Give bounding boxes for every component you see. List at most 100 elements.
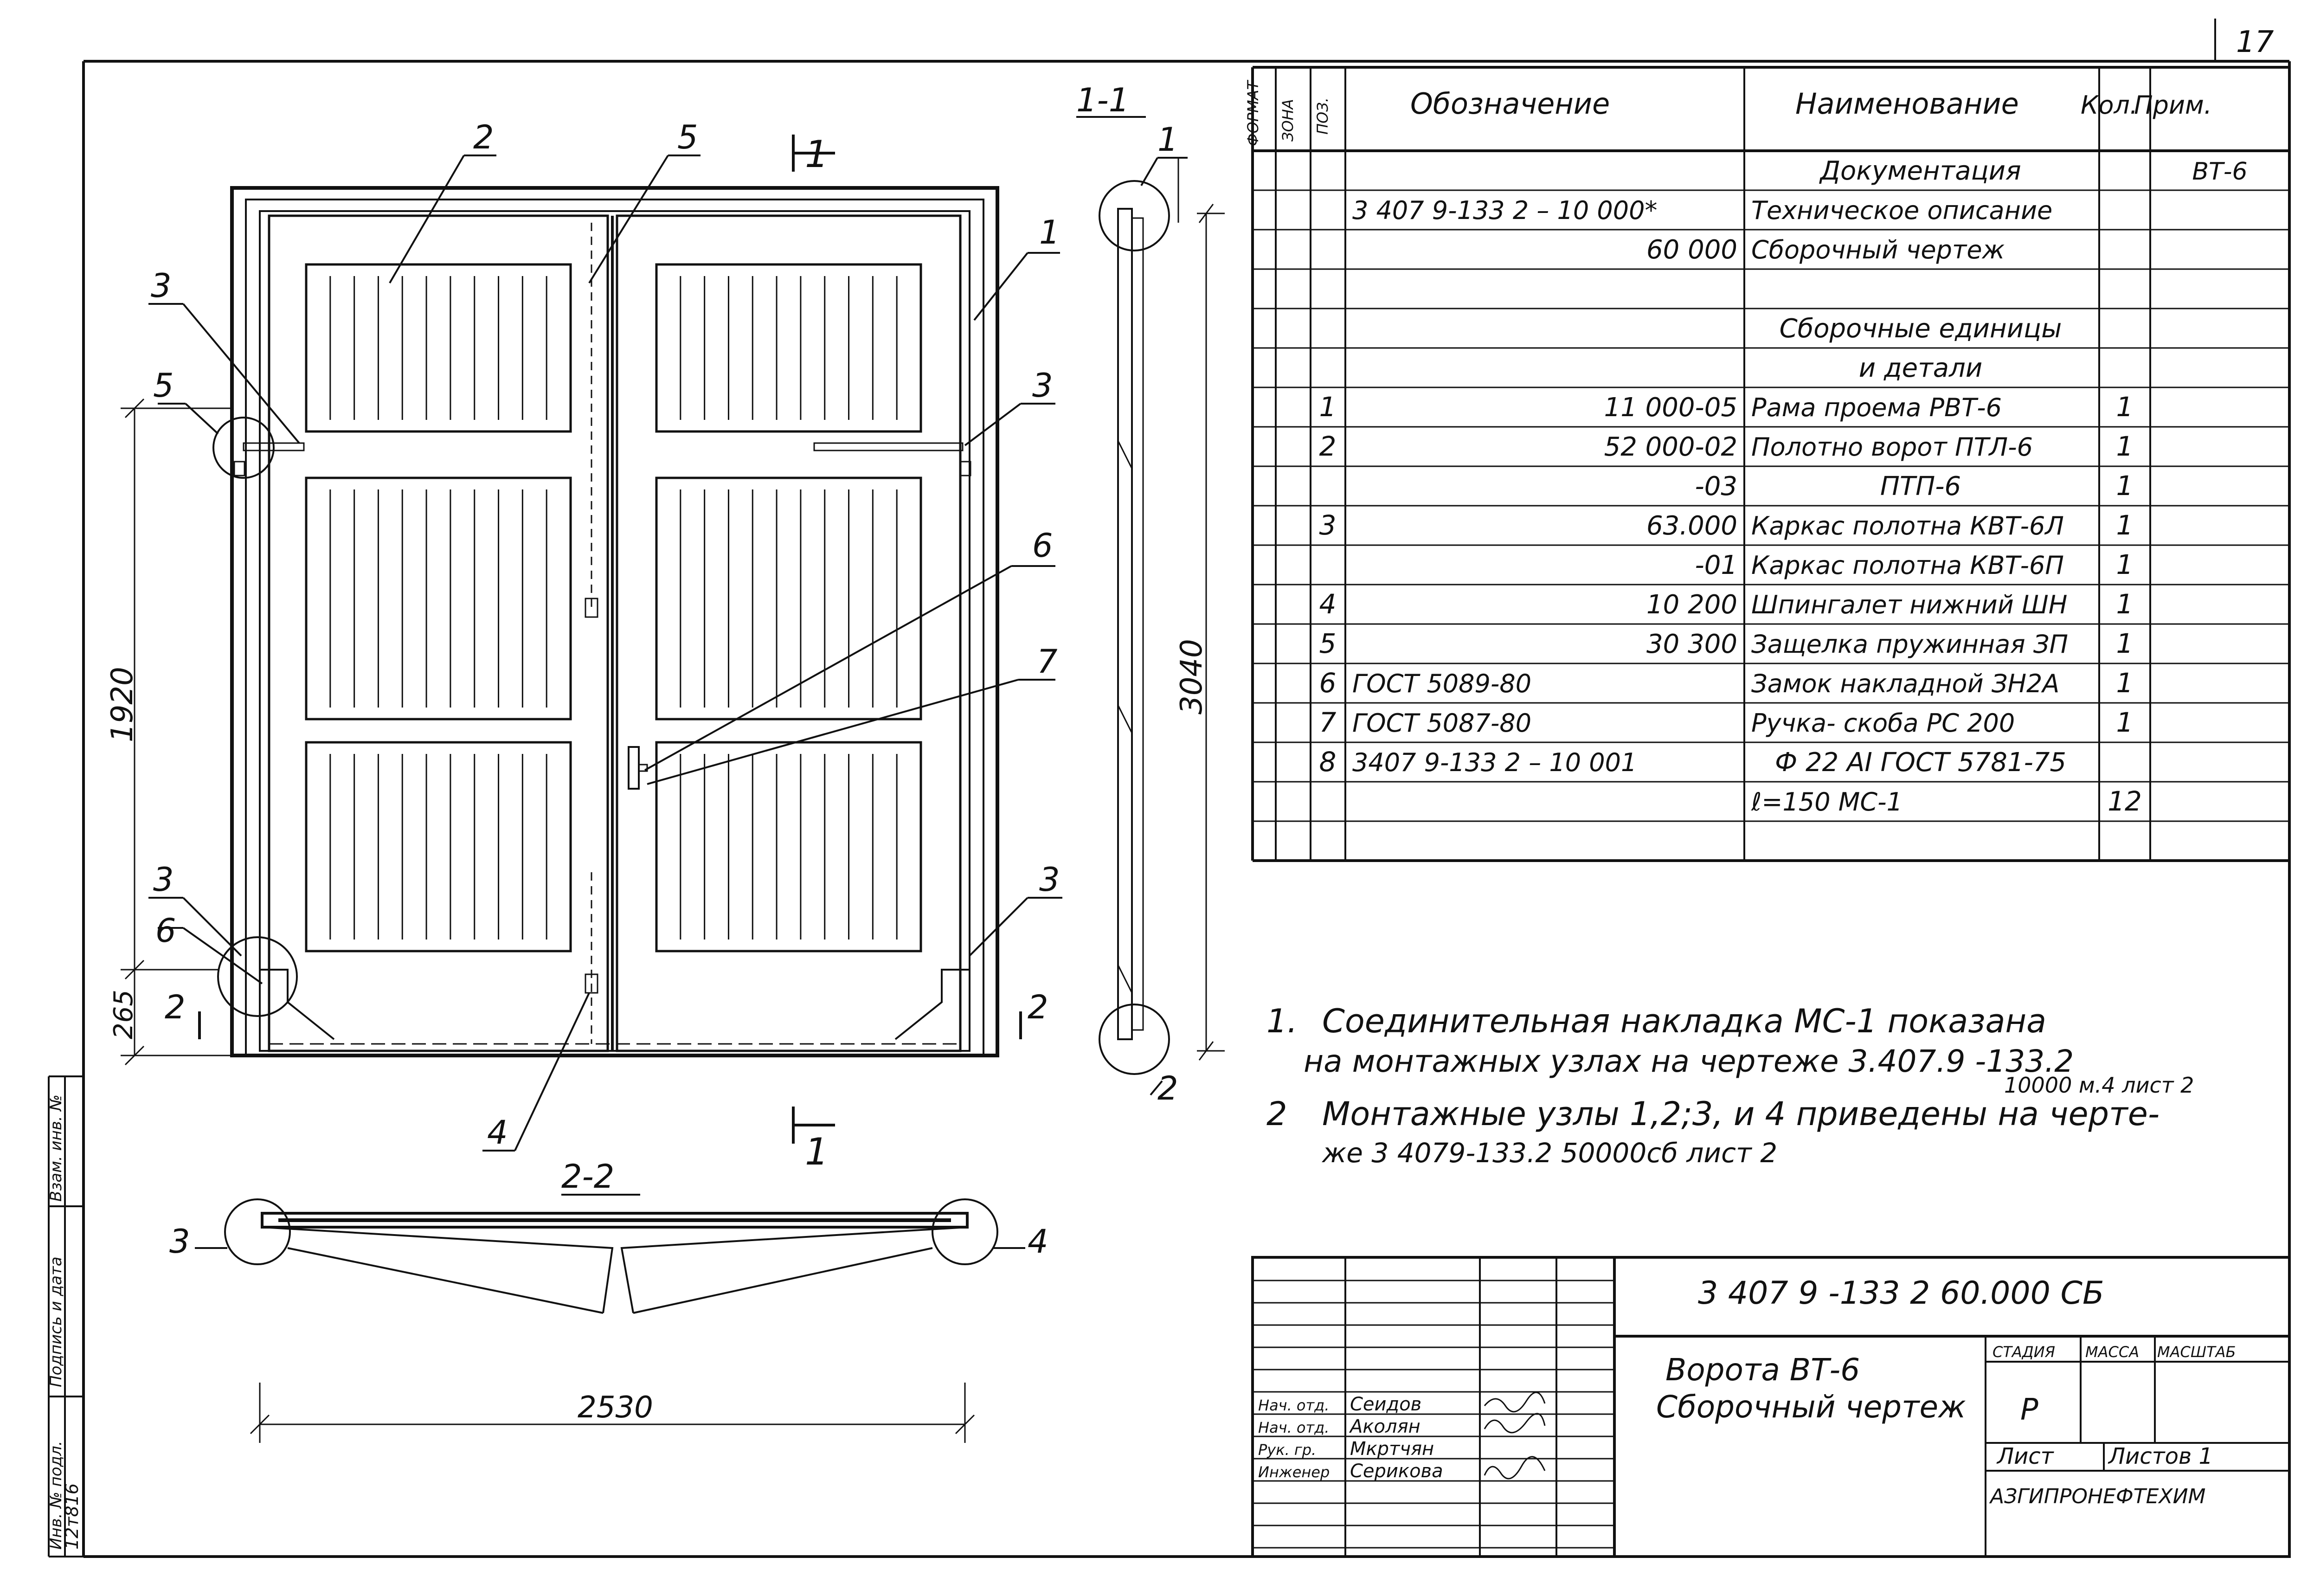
spec-row-qty: 1: [2116, 431, 2134, 462]
spec-row-qty: 1: [2116, 470, 2134, 502]
sheet-number: 17: [2236, 25, 2274, 59]
section-2-2-label: 2-2: [561, 1158, 614, 1196]
sig-name-2: Аколян: [1349, 1416, 1420, 1437]
spec-row-qty: 1: [2116, 707, 2134, 738]
sig-role-2: Нач. отд.: [1258, 1419, 1329, 1436]
sig-name-3: Мкртчян: [1350, 1438, 1434, 1460]
spec-row-name: Сборочный чертеж: [1751, 235, 2005, 264]
spec-row-designation: 11 000-05: [1604, 393, 1737, 423]
scale-label: МАСШТАБ: [2157, 1343, 2236, 1361]
spec-row-pos: 6: [1319, 667, 1337, 699]
callout-4: 4: [487, 1113, 508, 1152]
panel-slats: [329, 276, 898, 940]
spec-row-designation: 3 407 9-133 2 – 10 000*: [1352, 196, 1657, 225]
side-stamp-replace: Взам. инв. №: [47, 1094, 65, 1202]
hdr-designation: Обозначение: [1410, 87, 1610, 121]
spec-row-qty: 1: [2116, 628, 2134, 659]
title-line2: Сборочный чертеж: [1656, 1389, 1966, 1425]
callout-7: 7: [1037, 643, 1058, 681]
spec-row-name: Шпингалет нижний ШН: [1751, 590, 2067, 619]
hdr-note: Прим.: [2134, 90, 2212, 120]
section-mark-2-right: 2: [1028, 988, 1048, 1026]
spec-row-name: Техническое описание: [1751, 196, 2052, 225]
title-block-rows: [1253, 1280, 1614, 1549]
spec-row-name: Сборочные единицы: [1780, 314, 2062, 344]
spec-row-pos: 8: [1319, 746, 1337, 778]
spec-row-designation: 63.000: [1646, 511, 1737, 541]
spec-row-qty: 12: [2108, 785, 2142, 817]
dimension-line-width: [250, 1383, 975, 1443]
spec-row-designation: -01: [1695, 550, 1737, 580]
dim-2530: 2530: [578, 1390, 653, 1425]
note-1-num: 1.: [1266, 1002, 1298, 1040]
section-mark-1-bottom: 1: [805, 1130, 829, 1173]
sheet-frame: [82, 60, 2291, 1558]
sig-name-1: Сеидов: [1350, 1394, 1421, 1415]
signature-rows: Нач. отд. Сеидов Нач. отд. Аколян Рук. г…: [1258, 1394, 1443, 1482]
spec-row-name: ПТП-6: [1880, 471, 1961, 502]
spec-row-name: Рама проема РВТ-6: [1751, 393, 2002, 422]
note-1-line3: 10000 м.4 лист 2: [2004, 1073, 2194, 1098]
spec-row-pos: 7: [1319, 707, 1337, 738]
callout-3-right-bottom: 3: [1039, 861, 1060, 899]
hdr-pos: ПОЗ.: [1314, 97, 1331, 135]
spec-table-grid: [1251, 66, 2291, 862]
mass-label: МАССА: [2085, 1343, 2139, 1361]
callout-leaders: [148, 154, 1062, 1152]
callout-5-left: 5: [153, 367, 174, 405]
spec-row-name: Ф 22 АI ГОСТ 5781-75: [1775, 747, 2066, 778]
spec-row-qty: 1: [2116, 667, 2134, 699]
side-stamp-sign: Подпись и дата: [47, 1256, 65, 1387]
dim-3040: 3040: [1175, 639, 1209, 714]
sig-name-4: Серикова: [1350, 1461, 1443, 1482]
spec-row-name: Документация: [1819, 156, 2021, 186]
stage-value: Р: [2020, 1393, 2038, 1427]
spec-row-designation: 52 000-02: [1604, 432, 1737, 462]
spec-row-name: Защелка пружинная ЗП: [1751, 630, 2068, 659]
spec-row-designation: -03: [1695, 471, 1737, 502]
spec-row-name: Полотно ворот ПТЛ-6: [1751, 432, 2033, 462]
gate-elevation: [212, 186, 999, 1057]
spec-row-note: ВТ-6: [2192, 158, 2247, 186]
callout-3-left-bottom: 3: [153, 861, 174, 899]
spec-row-designation: 3407 9-133 2 – 10 001: [1352, 748, 1637, 777]
callout-3-right-top: 3: [1032, 367, 1053, 405]
callout-2-top: 2: [473, 118, 494, 156]
spec-row-qty: 1: [2116, 588, 2134, 620]
side-stamp: [48, 1075, 84, 1557]
plan-callout-4: 4: [1028, 1223, 1048, 1261]
stage-label: СТАДИЯ: [1992, 1343, 2055, 1361]
note-1-line2: на монтажных узлах на чертеже 3.407.9 -1…: [1304, 1043, 2074, 1079]
plan-2-2-view: [195, 1198, 1025, 1314]
callout-6: 6: [1032, 527, 1053, 565]
spec-row-name: Ручка- скоба РС 200: [1751, 708, 2015, 738]
side-stamp-inv-value: 12т816: [62, 1483, 82, 1550]
hdr-zone: ЗОНА: [1279, 99, 1297, 142]
spec-row-name: и детали: [1859, 353, 1983, 383]
spec-row-pos: 4: [1319, 588, 1337, 620]
dim-265: 265: [109, 990, 139, 1039]
callout-5-top: 5: [677, 118, 698, 156]
section-1-1-label: 1-1: [1076, 81, 1129, 119]
title-code: 3 407 9 -133 2 60.000 СБ: [1698, 1275, 2104, 1312]
spec-row-pos: 5: [1319, 628, 1337, 659]
spec-row-designation: ГОСТ 5089-80: [1352, 669, 1531, 698]
spec-row-designation: 60 000: [1646, 235, 1737, 265]
callout-3-left-top: 3: [151, 267, 172, 305]
spec-row-designation: ГОСТ 5087-80: [1352, 708, 1531, 738]
spec-row-name: ℓ=150 МС-1: [1751, 787, 1903, 817]
section-callout-2: 2: [1157, 1069, 1178, 1107]
title-block-grid: [1251, 1256, 2291, 1558]
spec-row-pos: 2: [1319, 431, 1337, 462]
title-line1: Ворота ВТ-6: [1665, 1352, 1860, 1388]
notes: 1. Соединительная накладка МС-1 показана…: [1266, 1002, 2194, 1169]
sheets-label: Листов 1: [2108, 1443, 2213, 1469]
organization: АЗГИПРОНЕФТЕХИМ: [1989, 1485, 2205, 1508]
sheet-label: Лист: [1996, 1443, 2055, 1469]
callout-6-left: 6: [155, 912, 176, 950]
section-marks: [198, 135, 1022, 1144]
spec-row-name: Замок накладной ЗН2А: [1751, 669, 2059, 698]
dim-1920: 1920: [105, 667, 140, 742]
